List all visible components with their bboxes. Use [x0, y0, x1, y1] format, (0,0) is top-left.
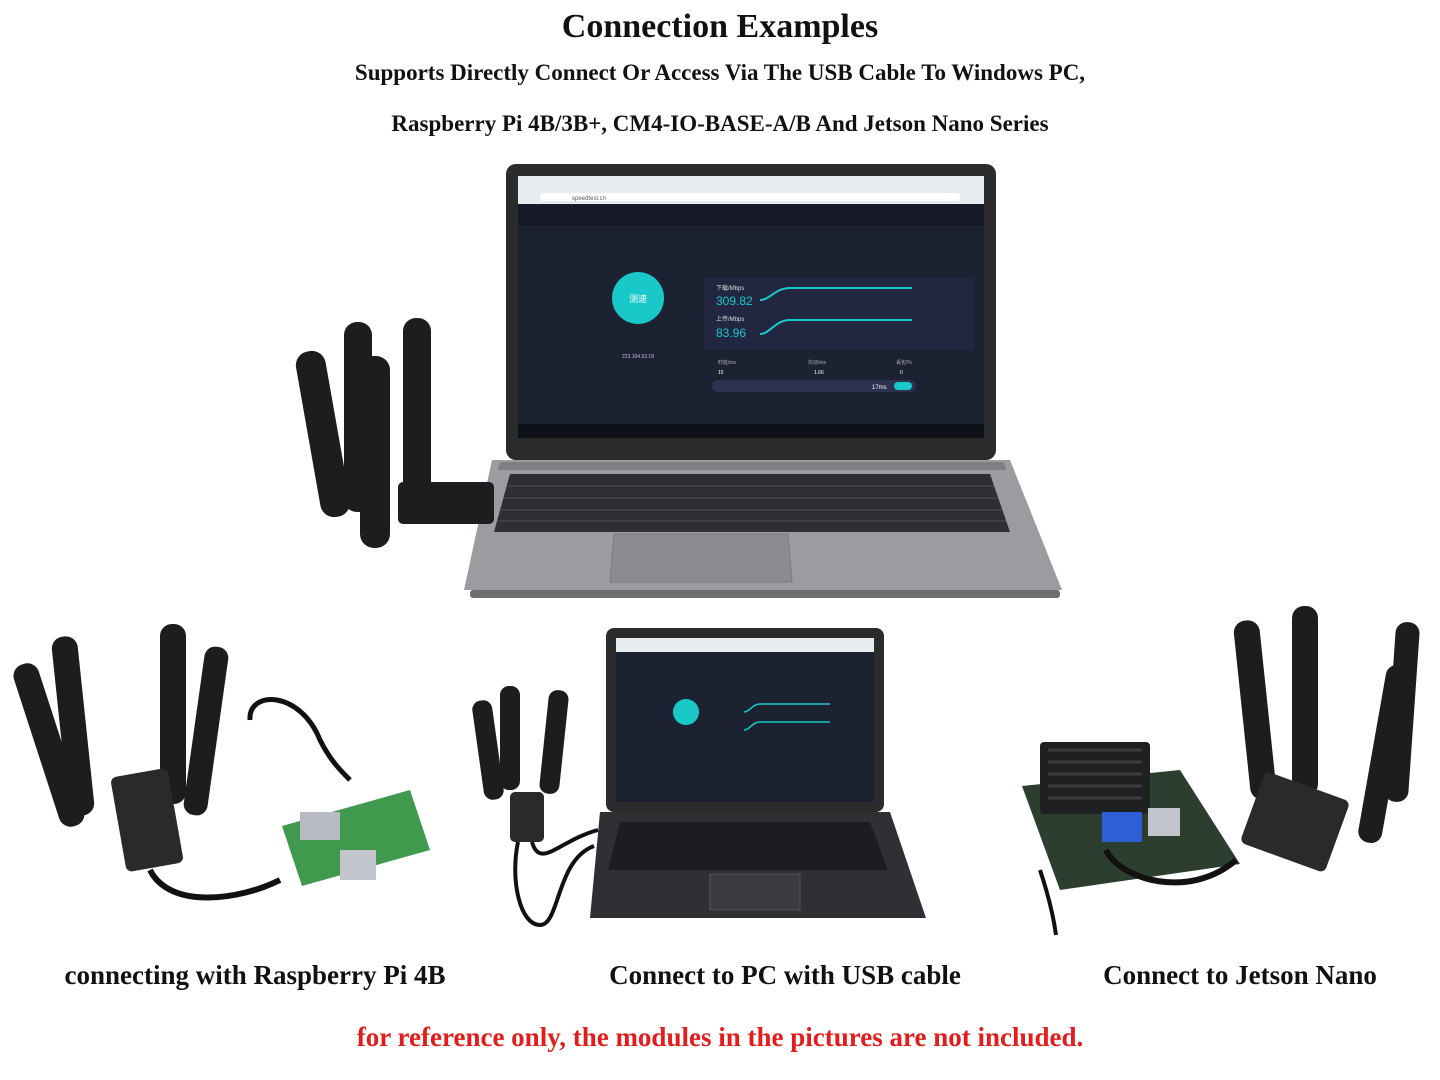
small-upload-curve — [743, 721, 830, 731]
small-go-button — [673, 699, 699, 725]
laptop-hinge — [498, 462, 1006, 470]
pc-antenna-1 — [472, 700, 504, 800]
small-download-curve — [743, 703, 830, 713]
pc-usb-scene — [472, 628, 926, 928]
laptop-front-edge — [470, 590, 1060, 598]
jetson-antenna-2 — [1292, 606, 1318, 796]
reference-note: for reference only, the modules in the p… — [356, 1022, 1084, 1052]
upload-value: 83.96 — [716, 326, 746, 340]
loss-label: 丢包/% — [896, 359, 912, 366]
keyboard-rows — [497, 485, 1006, 522]
jetson-usb-cable — [1103, 848, 1238, 886]
rpi-antenna-2 — [51, 636, 95, 816]
app-nav — [518, 204, 984, 226]
trackpad — [609, 533, 793, 583]
ping-value: 17ms — [872, 385, 887, 391]
ip-address: 223.104.63.18 — [622, 354, 654, 360]
caption-pc: Connect to PC with USB cable — [609, 960, 961, 990]
pc-module — [510, 792, 544, 842]
page-title: Connection Examples — [561, 8, 879, 45]
pc-usb-cable-1 — [513, 841, 595, 928]
download-value: 309.82 — [716, 294, 753, 308]
jitter-value: 1.66 — [814, 370, 824, 376]
rpi-ethernet-port — [340, 850, 376, 880]
jetson-ethernet-port — [1148, 808, 1180, 836]
small-keyboard — [608, 822, 888, 870]
jetson-scene — [1022, 606, 1420, 936]
latency-label: 时延/ms — [718, 359, 737, 366]
jetson-antenna-4 — [1384, 622, 1420, 802]
latency-value: 15 — [718, 370, 724, 376]
pc-antenna-3 — [539, 690, 569, 794]
raspberry-scene — [13, 624, 430, 901]
rpi-usb-cable — [147, 868, 282, 901]
rpi-antenna-4 — [183, 646, 229, 816]
subtitle-line-2: Raspberry Pi 4B/3B+, CM4-IO-BASE-A/B And… — [391, 111, 1049, 136]
small-browser-bar — [616, 638, 874, 652]
small-laptop-screen — [616, 638, 874, 802]
small-trackpad — [709, 873, 801, 911]
jetson-antenna-1 — [1233, 620, 1277, 800]
main-laptop: speedtest.cn 测速 223.104.63.18 下载/Mbps 30… — [464, 164, 1062, 598]
rpi-usb-ports — [300, 812, 340, 840]
pc-usb-cable-2 — [530, 828, 599, 856]
jetson-power-cable — [1038, 869, 1058, 936]
antenna-1 — [295, 350, 351, 518]
ping-badge — [894, 382, 912, 390]
caption-raspberry: connecting with Raspberry Pi 4B — [64, 960, 446, 990]
upload-curve — [759, 319, 912, 335]
ping-bar — [712, 380, 916, 392]
pc-antenna-2 — [500, 686, 520, 790]
speedtest-go-button — [612, 272, 664, 324]
loss-value: 0 — [900, 370, 903, 376]
rpi-antenna-3 — [160, 624, 186, 804]
jetson-usb3-ports — [1102, 812, 1142, 842]
rpi-module — [111, 768, 183, 872]
upload-label: 上传/Mbps — [716, 315, 744, 323]
download-curve — [759, 287, 912, 301]
caption-jetson: Connect to Jetson Nano — [1103, 960, 1377, 990]
jetson-module — [1241, 772, 1349, 872]
taskbar — [518, 424, 984, 438]
download-label: 下载/Mbps — [716, 284, 744, 292]
jetson-heatsink — [1040, 742, 1150, 814]
rpi-power-cable — [247, 697, 352, 782]
antenna-3 — [360, 356, 390, 548]
raspberry-pi-board — [282, 790, 430, 886]
antenna-4 — [403, 318, 431, 504]
result-panel — [704, 278, 974, 350]
heatsink-fins — [1048, 748, 1142, 800]
address-bar — [540, 193, 960, 201]
keyboard — [494, 474, 1010, 532]
subtitle-line-1: Supports Directly Connect Or Access Via … — [354, 60, 1086, 85]
main-antenna-module — [295, 318, 494, 548]
address-url: speedtest.cn — [572, 196, 606, 202]
jitter-label: 抖动/ms — [808, 359, 827, 366]
go-button-label: 测速 — [629, 294, 647, 304]
